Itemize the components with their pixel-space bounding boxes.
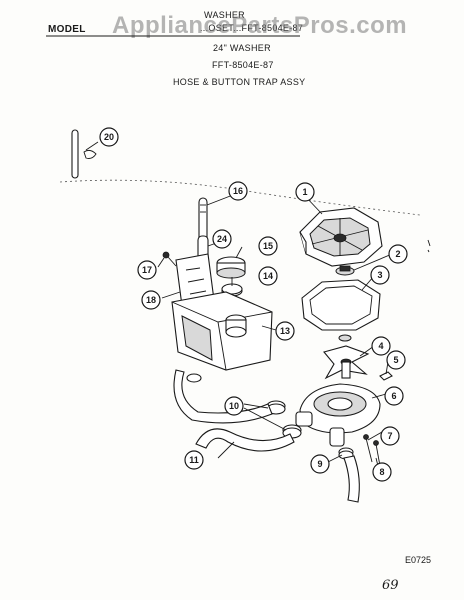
svg-text:5: 5 xyxy=(393,355,398,365)
part-5-clip xyxy=(379,371,393,381)
callout-10: 10 xyxy=(224,396,244,416)
model-label: MODEL xyxy=(48,24,86,35)
svg-text:2: 2 xyxy=(395,249,400,259)
svg-text:14: 14 xyxy=(263,271,273,281)
edge-marks xyxy=(427,239,431,253)
drain-hose-short xyxy=(343,455,360,503)
svg-text:17: 17 xyxy=(142,265,152,275)
callout-18: 18 xyxy=(141,290,161,310)
svg-text:11: 11 xyxy=(189,455,199,465)
model-number: ...OSET...FFT-8504E-87 xyxy=(200,23,304,33)
appliance-label: WASHER xyxy=(204,10,245,20)
page-scribble: 69 xyxy=(382,578,399,593)
callout-17: 17 xyxy=(137,260,157,280)
svg-text:1: 1 xyxy=(302,187,307,197)
svg-text:24: 24 xyxy=(217,234,227,244)
part-3-gasket xyxy=(301,279,381,331)
diagram-title: HOSE & BUTTON TRAP ASSY xyxy=(173,77,306,87)
svg-text:15: 15 xyxy=(263,241,273,251)
hose-upper xyxy=(173,369,273,424)
svg-text:10: 10 xyxy=(229,401,239,411)
callout-13: 13 xyxy=(275,321,295,341)
callout-3: 3 xyxy=(370,265,390,285)
svg-text:7: 7 xyxy=(387,431,392,441)
svg-text:13: 13 xyxy=(280,326,290,336)
part-14-seal xyxy=(221,283,243,297)
callout-20: 20 xyxy=(99,127,119,147)
part-15-cap xyxy=(216,256,246,279)
part-7-screw xyxy=(363,434,373,463)
callout-4: 4 xyxy=(371,336,391,356)
callout-7: 7 xyxy=(380,426,400,446)
svg-text:16: 16 xyxy=(233,186,243,196)
callout-14: 14 xyxy=(258,266,278,286)
washer-ring xyxy=(338,334,352,342)
svg-text:9: 9 xyxy=(317,459,322,469)
svg-text:3: 3 xyxy=(377,270,382,280)
svg-text:18: 18 xyxy=(146,295,156,305)
part-11-hose xyxy=(195,428,295,452)
watermark: AppliancePartsPros.com xyxy=(112,12,408,39)
part-2-nut xyxy=(335,265,355,276)
diagram-code: E0725 xyxy=(405,555,432,565)
part-8-screw xyxy=(373,440,381,467)
callout-11: 11 xyxy=(184,450,204,470)
callout-2: 2 xyxy=(388,244,408,264)
callout-6: 6 xyxy=(384,386,404,406)
part-13-trap-housing xyxy=(171,291,273,371)
callout-15: 15 xyxy=(258,236,278,256)
svg-text:6: 6 xyxy=(391,391,396,401)
callout-24: 24 xyxy=(212,229,232,249)
svg-text:20: 20 xyxy=(104,132,114,142)
callout-16: 16 xyxy=(228,181,248,201)
svg-text:8: 8 xyxy=(379,467,384,477)
callout-9: 9 xyxy=(310,454,330,474)
callout-8: 8 xyxy=(372,462,392,482)
part-6-pump-body xyxy=(295,383,381,447)
svg-text:4: 4 xyxy=(378,341,383,351)
part-20-tube xyxy=(71,129,97,179)
part-17-screw xyxy=(162,251,177,267)
callout-1: 1 xyxy=(295,182,315,202)
callout-5: 5 xyxy=(386,350,406,370)
part-4-impeller xyxy=(323,345,370,380)
part-number: FFT-8504E-87 xyxy=(212,60,274,70)
part-1-pump-cover xyxy=(299,207,383,267)
washer-size: 24" WASHER xyxy=(213,43,271,53)
part-16-rod xyxy=(198,197,208,243)
